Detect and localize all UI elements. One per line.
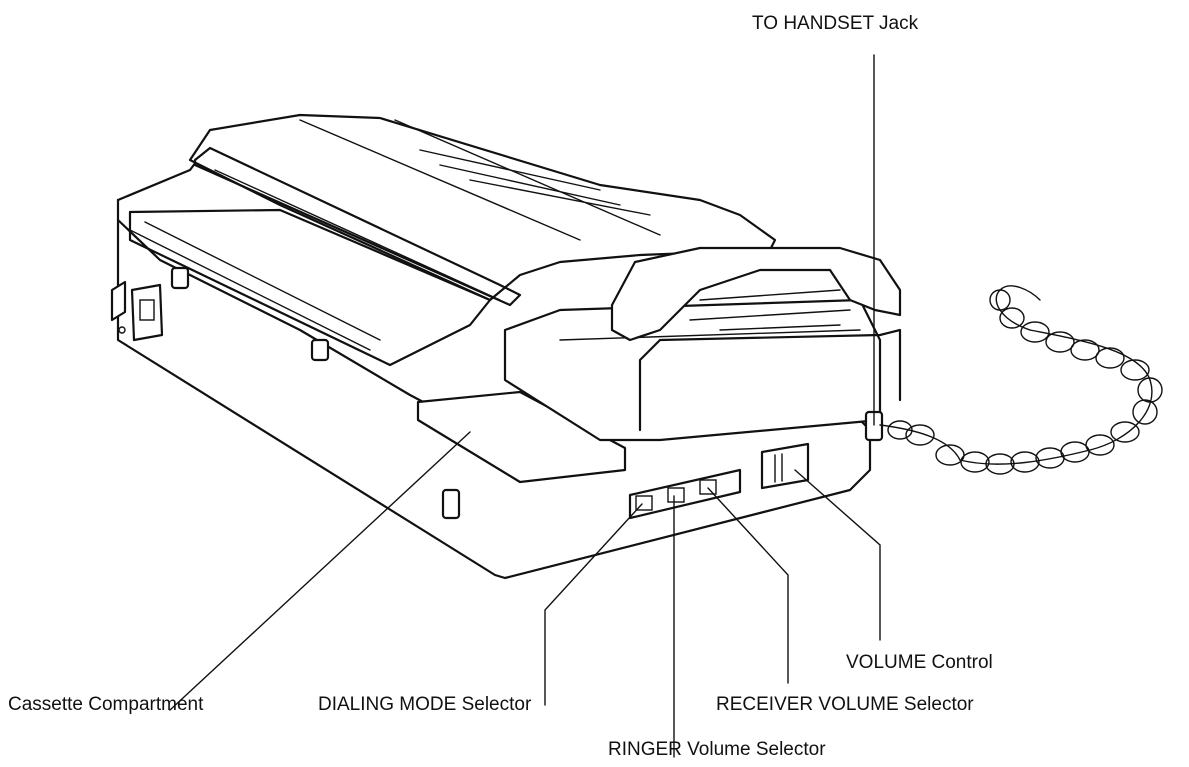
- side-slot: [441, 488, 461, 520]
- selector-panel: [628, 468, 742, 520]
- power-switch: [110, 280, 127, 322]
- top-cover: [188, 113, 777, 302]
- label-cassette-compartment: Cassette Compartment: [8, 694, 204, 715]
- leader-cassette: [169, 431, 471, 711]
- clip-left: [170, 266, 190, 290]
- handset: [610, 246, 902, 342]
- leader-volume-control: [794, 469, 881, 641]
- coil-loops: [887, 289, 1163, 475]
- label-ringer-volume: RINGER Volume Selector: [608, 739, 826, 760]
- volume-control-shape: [760, 442, 810, 490]
- label-dialing-mode: DIALING MODE Selector: [318, 694, 532, 715]
- leader-receiver: [707, 487, 789, 684]
- label-volume-control: VOLUME Control: [846, 652, 993, 673]
- front-ledge: [128, 208, 492, 367]
- clip-right: [310, 338, 330, 362]
- leader-dialing-mode: [544, 503, 643, 706]
- power-socket: [130, 283, 164, 342]
- roller-bar: [193, 146, 522, 307]
- label-handset-jack: TO HANDSET Jack: [752, 13, 919, 34]
- handset-cradle: [638, 328, 902, 432]
- label-receiver-volume: RECEIVER VOLUME Selector: [716, 694, 974, 715]
- coiled-cord: [879, 285, 1153, 465]
